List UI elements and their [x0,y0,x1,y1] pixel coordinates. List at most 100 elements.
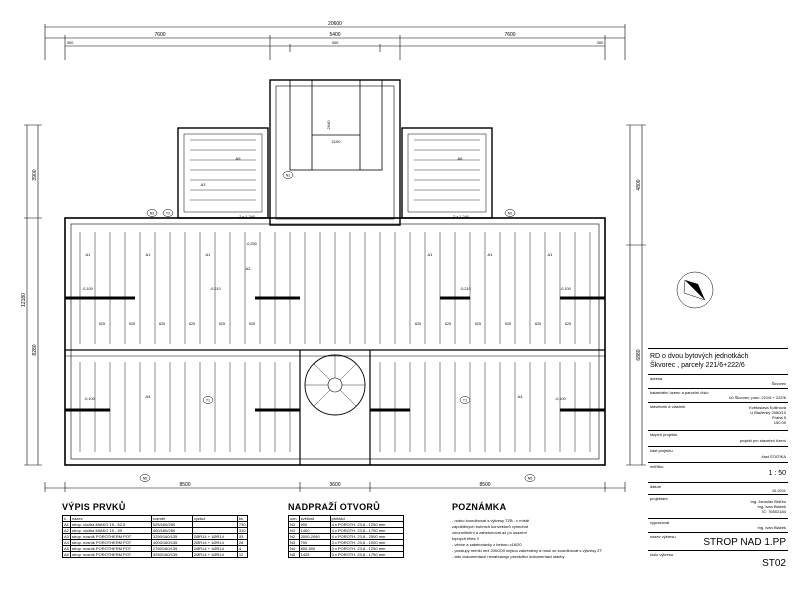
tie-left: -2 x 1 240 [238,215,255,219]
dim-bottom-left: 8500 [179,482,190,488]
label-a2: A2 [246,266,252,271]
dim-left-total: 12180 [21,293,27,307]
notes-list: - nutno koordinovat s výkresy TZB - v mí… [452,518,642,560]
cell: A6 [62,551,71,558]
tb-drawn-label: vypracoval [650,520,670,525]
north-arrow-icon [676,271,714,309]
dim-wall-left: 300 [67,40,74,45]
tb-cadastre: ků Škvorec, parc. 221/6 + 222/6 [729,395,786,400]
dim-left-lower: 8280 [32,344,38,355]
tb-part-row: část projektu část STATIKA [648,446,788,463]
opening-n3: N3 [150,212,155,216]
tb-drawing-title: STROP NAD 1.PP [703,537,786,548]
cell: 310 [236,527,248,534]
tb-stage-row: stupeň projektu projekt pro stavební říz… [648,430,788,447]
label-a1-b: A1 [146,252,152,257]
opening-t1: T1 [206,399,210,403]
tb-project-line2: Škvorec , parcely 221/6+222/6 [650,362,745,369]
tb-address-row: adresa Škvorec [648,374,788,389]
opening-labels: N1 N3 T2 N2 T1 T1 N5 N5 [143,174,533,481]
tb-designer-label: projektant [650,496,668,501]
parts-list-title: VÝPIS PRVKŮ [62,502,126,512]
spacing-2: 625 [129,322,135,326]
spiral-staircase [304,354,366,416]
notes-title: POZNÁMKA [452,502,507,512]
tb-number-row: číslo výkresu ST02 [648,550,788,571]
cell: 2ØR14 + 1ØR14 [191,551,238,558]
tb-scale-row: měřítko 1 : 50 [648,462,788,483]
table-row: A4 strop. nosník POROTHERM POT 4000/160/… [62,539,248,546]
tb-project: RD o dvou bytových jednotkách [650,353,749,360]
tb-part: část STATIKA [761,454,786,459]
tb-date-label: datum [650,484,662,489]
opening-n1: N1 [286,174,291,178]
note-line: - tato dokumentace nenahrazuje prováděcí… [452,554,565,559]
tb-number-label: číslo výkresu [650,552,674,557]
level-6: -0,100 [84,397,95,401]
parts-table: č. název rozměr výztuž ks A1 strop. vlož… [62,515,248,558]
tb-cadastre-row: katastrální území a parcelní číslo ků Šk… [648,388,788,403]
tb-owner-2: U Blaženky 2080/10 [750,410,786,415]
cell: 3 x POROTH. 23,8 - 1750 mm [329,551,404,558]
dim-top-left: 7600 [154,32,165,38]
note-line: zmonolitnění a zabetonovat až po osazení [452,530,527,535]
spacing-10: 625 [505,322,511,326]
tie-right: -2 x 1 240 [452,215,469,219]
level-3: -0,250 [246,242,257,246]
note-line: - prostupy menší než 200/200 nejsou zakr… [452,548,603,553]
joist-spacing-labels: 625 625 625 625 625 625 625 625 625 625 … [99,322,571,326]
spacing-7: 625 [415,322,421,326]
tb-owner-label: stavebník a vlastník [650,404,686,409]
opening-markers [139,171,536,482]
tb-stage: projekt pro stavební řízení [739,438,786,443]
label-a1-c: A1 [206,252,212,257]
level-7: -0,100 [555,397,566,401]
opening-n5-b: N5 [528,477,533,481]
opening-n2: N2 [508,212,513,216]
label-a1: A1 [86,252,92,257]
top-dimension-chain [44,24,626,60]
table-row: N5 1425 3 x POROTH. 23,8 - 1750 mm [288,551,404,558]
tb-designer-1: Ing. Jaroslav Bršťko [750,499,786,504]
dim-total: 20600 [328,21,342,27]
level-1: -0,100 [82,287,93,291]
side-dimension-chains [24,124,646,466]
element-labels: A1 A1 A1 A2 A3 A4 A5 A6 A1 A1 A1 A4 [86,156,554,399]
stair-tower [269,79,401,226]
spacing-1: 625 [99,322,105,326]
dim-stair-width: 2100 [332,139,342,144]
level-2: -0,210 [210,287,221,291]
lintel-col-id: ozn. [288,515,300,522]
label-a1-f: A1 [548,252,554,257]
note-line: zapuštěných trubních konvektorů vynechat [452,524,528,529]
main-building-outline [64,217,606,466]
label-a1-d: A1 [428,252,434,257]
notes-block: POZNÁMKA - nutno koordinovat s výkresy T… [452,502,642,560]
tb-designer-row: projektant Ing. Jaroslav Bršťko Ing. Iva… [648,494,788,519]
tb-owner-row: stavebník a vlastník Květoslava Kollinov… [648,402,788,431]
lintel-table: ozn. světlost překlad N3 900 4 x POROTH.… [288,515,404,558]
parts-list: VÝPIS PRVKŮ č. název rozměr výztuž ks A1… [62,502,248,558]
spacing-9: 625 [475,322,481,326]
tb-owner-3: Praha 5 [771,415,786,420]
spacing-12: 625 [565,322,571,326]
label-a3: A3 [201,182,207,187]
cell: 730 [236,521,248,528]
label-a4-b: A4 [518,394,524,399]
tb-drawn-row: vypracoval Ing. Ivan Blažek [648,518,788,533]
cell: N5 [288,551,300,558]
note-line: - nutno koordinovat s výkresy TZB - v mí… [452,518,530,523]
note-line: topných těles !! [452,536,479,541]
spacing-3: 625 [159,322,165,326]
side-tower-joists [190,139,480,201]
table-row: A3 strop. nosník POROTHERM POT 3250/160/… [62,533,248,540]
dim-top-right: 7600 [504,32,515,38]
title-block: RD o dvou bytových jednotkách Škvorec , … [648,348,788,600]
tb-stage-label: stupeň projektu [650,432,678,437]
note-line: - věnce a zabetonávky z betonu c16/20 [452,542,522,547]
label-a4: A4 [146,394,152,399]
tb-scale: 1 : 50 [768,470,786,477]
spacing-4: 625 [189,322,195,326]
spacing-8: 625 [445,322,451,326]
